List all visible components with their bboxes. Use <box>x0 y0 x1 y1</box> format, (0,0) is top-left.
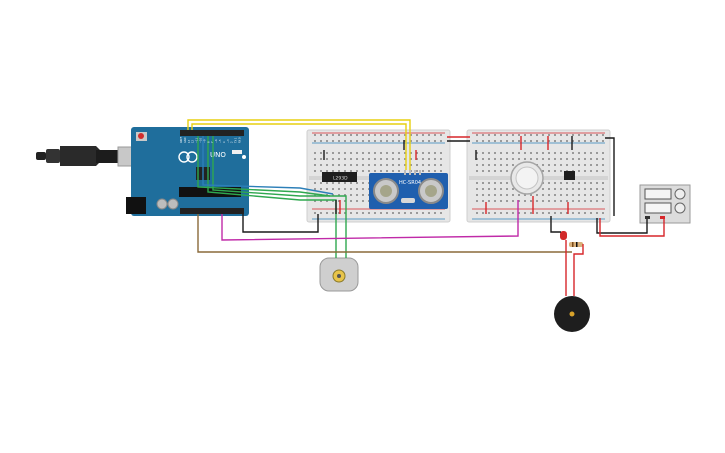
arduino-pin-label: 7 <box>211 141 214 143</box>
arduino-pin-label: 4 <box>223 141 226 143</box>
arduino-pin-label: ~10 <box>200 137 203 143</box>
led-icon[interactable] <box>560 231 567 240</box>
resistor-icon[interactable] <box>569 242 583 247</box>
arduino-pin-label: AREF <box>180 136 183 143</box>
arduino-pin-label: 8 <box>207 141 210 143</box>
arduino-pin-label: TX 1 <box>235 137 238 143</box>
arduino-pin-label: 12 <box>192 139 195 143</box>
buzzer-icon[interactable] <box>554 296 590 332</box>
arduino-pin-label: ~5 <box>219 139 222 143</box>
breadboard-right[interactable] <box>466 129 611 223</box>
arduino-pin-label: ~3 <box>227 139 230 143</box>
arduino-pin-label: ~9 <box>203 139 206 143</box>
arduino-pin-label: RX 0 <box>239 137 242 143</box>
wires <box>187 119 665 296</box>
arduino-model-label: UNO <box>210 151 226 159</box>
gas-sensor-icon[interactable] <box>510 161 575 195</box>
usb-cable-icon[interactable] <box>36 146 143 167</box>
motor-driver-ic[interactable]: L293D <box>322 172 357 182</box>
arduino-pin-label: 2 <box>231 141 234 143</box>
ultrasonic-label: HC-SR04 <box>399 180 421 186</box>
arduino-pin-label: ~11 <box>196 137 199 143</box>
arduino-pin-label: 13 <box>188 139 191 143</box>
dc-motor-icon[interactable] <box>319 257 359 292</box>
ultrasonic-sensor[interactable]: HC-SR04 <box>369 170 448 209</box>
arduino-pin-label: GND <box>184 137 187 143</box>
arduino-pin-label: ~6 <box>215 139 218 143</box>
ic-label: L293D <box>333 176 348 182</box>
power-supply-icon[interactable] <box>639 184 691 224</box>
